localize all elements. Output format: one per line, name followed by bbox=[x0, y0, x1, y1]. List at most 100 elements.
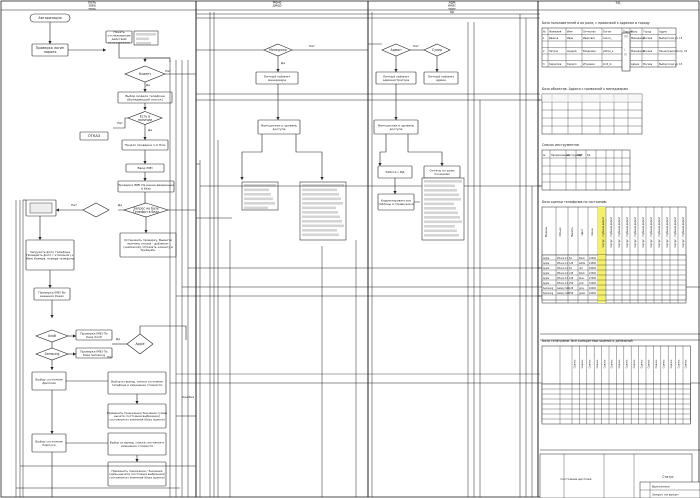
phones-cell: Galaxy S21 bbox=[557, 287, 570, 290]
phones-cell: iPhone 11 bbox=[557, 257, 568, 260]
tools-table bbox=[541, 149, 631, 191]
redacted-line bbox=[424, 234, 459, 237]
redacted-line bbox=[244, 197, 273, 201]
arrow-head bbox=[48, 285, 52, 288]
users-cell: kirill_rk bbox=[603, 63, 612, 66]
phones-cell: Apple bbox=[543, 262, 550, 265]
users-cell: Менеджер bbox=[631, 37, 645, 40]
redacted-tracking bbox=[133, 30, 159, 46]
users-cell: 1 bbox=[543, 37, 545, 40]
redacted-line bbox=[302, 229, 337, 232]
users-header-cell: Отчество bbox=[583, 30, 596, 34]
phones-cell: 22000 bbox=[589, 292, 597, 295]
decision-label: Админ bbox=[391, 48, 402, 52]
phones-cell: 64 bbox=[569, 267, 572, 270]
state-title: Состояние дисплея bbox=[561, 477, 592, 481]
users-cell: Ленинградский пр. 15 bbox=[659, 50, 688, 53]
redacted-line bbox=[136, 37, 149, 41]
grades-header-cell: Оценка bbox=[581, 359, 584, 368]
redacted-line bbox=[302, 215, 340, 219]
grades-header-cell: Оценка bbox=[640, 359, 643, 368]
arrow-head bbox=[240, 177, 244, 180]
phones-header-cell: Цвет bbox=[580, 228, 584, 235]
phones-cell: Samsung bbox=[543, 292, 554, 295]
no-label: Нет bbox=[165, 69, 171, 73]
phones-cell: Apple bbox=[543, 272, 550, 275]
users-cell: Выборгская ул. 13 bbox=[659, 37, 683, 40]
users-header-cell: Город bbox=[643, 30, 651, 34]
redacted-line bbox=[302, 193, 339, 196]
decision-label: Apple bbox=[135, 342, 144, 346]
phones-grade-header: Корпус - Глубокий дефект bbox=[618, 216, 621, 247]
addresses-header-row bbox=[542, 94, 642, 102]
phones-header-cell: Объем bbox=[558, 227, 562, 236]
redacted-line bbox=[302, 197, 341, 201]
grades-header-cell: Оценка bbox=[596, 359, 599, 368]
phones-cell: Apple bbox=[543, 267, 550, 270]
phones-grade-header: Корпус - Глубокий дефект bbox=[626, 216, 629, 247]
phones-cell: Apple bbox=[543, 257, 550, 260]
arrow-head bbox=[50, 431, 54, 434]
phones-header-cell: Память bbox=[570, 226, 574, 237]
tools-table-title: Список инструментов bbox=[542, 143, 579, 147]
phones-grade-header: Корпус - Глубокий дефект bbox=[610, 216, 613, 247]
redacted-line bbox=[244, 206, 268, 210]
grades-header-cell: Оценка bbox=[655, 359, 658, 368]
decision-manager: Менеджер bbox=[263, 43, 293, 57]
decision-admin: Админ bbox=[381, 43, 411, 57]
phones-cell: 14500 bbox=[589, 262, 597, 265]
tools-header-cell: № bbox=[543, 154, 546, 157]
grades-header-cell: Оценка bbox=[663, 359, 666, 368]
decision-duplicate bbox=[82, 202, 110, 218]
phones-cell: 128 bbox=[569, 287, 574, 290]
redacted-manager-2 bbox=[299, 181, 347, 241]
connector-line bbox=[295, 134, 323, 180]
decision-label: Менеджер bbox=[269, 48, 287, 52]
redacted-line bbox=[424, 193, 459, 197]
connector-line bbox=[113, 117, 128, 129]
decision-label: Клиент bbox=[139, 72, 151, 76]
redacted-manager-1 bbox=[241, 181, 279, 211]
phones-cell: blue bbox=[579, 277, 584, 280]
phones-table-title: База оценки телефонов по состоянию bbox=[542, 200, 607, 204]
arrow-head bbox=[276, 117, 280, 120]
phones-grade-header: Корпус - Глубокий дефект bbox=[634, 216, 637, 247]
no-label: Нет bbox=[309, 44, 315, 48]
redacted-line bbox=[624, 53, 627, 56]
redacted-line bbox=[302, 211, 338, 214]
users-cell: 3 bbox=[543, 63, 545, 66]
decision-label: Samsung bbox=[45, 352, 60, 356]
phones-cell: white bbox=[579, 262, 586, 265]
status-cell: Запрос на выкуп bbox=[652, 493, 679, 497]
users-cell: Петров bbox=[549, 50, 559, 53]
arrow-head bbox=[378, 163, 382, 166]
shape-box bbox=[107, 461, 167, 487]
arrow-head bbox=[50, 367, 54, 370]
phones-cell: black bbox=[579, 257, 586, 260]
box-label: Работа с БД bbox=[386, 170, 406, 174]
yes-label: Да bbox=[116, 337, 120, 341]
arrow-head bbox=[50, 315, 54, 318]
arrow-head bbox=[73, 334, 76, 338]
redacted-line bbox=[302, 233, 339, 237]
arrow-head bbox=[440, 163, 444, 166]
users-header-cell: Имя bbox=[567, 30, 573, 34]
